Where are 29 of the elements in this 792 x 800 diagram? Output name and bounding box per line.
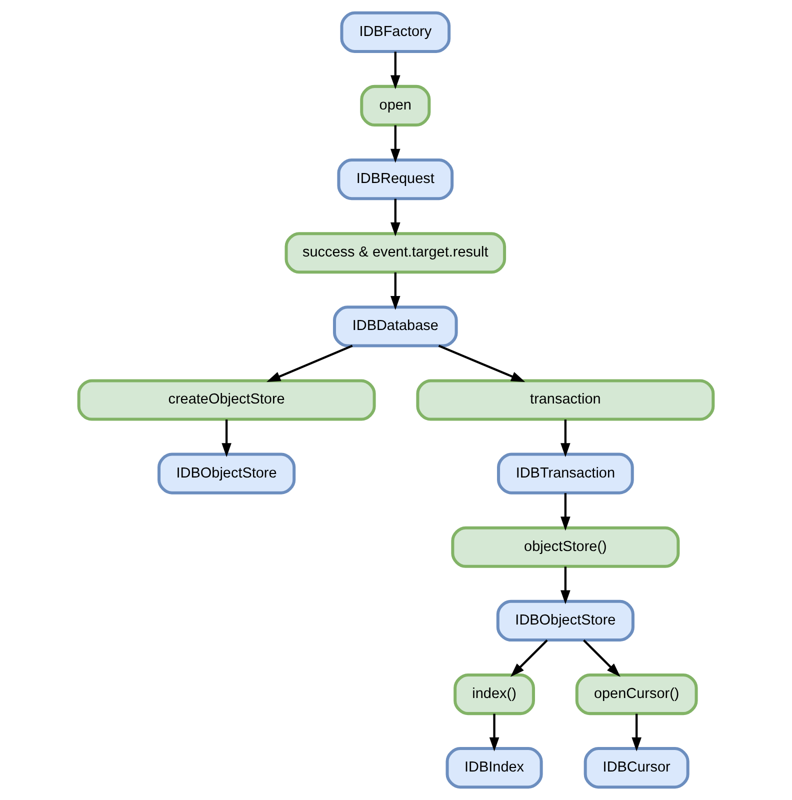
arrow: [560, 420, 570, 458]
node-box: objectStore(): [451, 526, 680, 568]
node-box: IDBDatabase: [332, 306, 458, 348]
node-box: IDBTransaction: [497, 452, 634, 494]
node-box: IDBCursor: [584, 747, 690, 789]
arrow: [560, 493, 570, 531]
arrow: [390, 125, 400, 163]
arrow: [560, 566, 570, 604]
node-box: transaction: [416, 379, 715, 421]
node-box: IDBFactory: [340, 11, 451, 53]
arrow: [390, 198, 400, 236]
node-box: openCursor(): [575, 673, 698, 716]
arrow: [438, 344, 526, 382]
arrow: [632, 714, 642, 752]
arrow: [583, 639, 620, 677]
arrow: [489, 714, 500, 752]
arrow: [266, 344, 353, 382]
node-box: success & event.target.result: [284, 232, 506, 274]
node-box: index(): [454, 673, 535, 716]
node-box: IDBObjectStore: [158, 452, 296, 494]
arrow: [222, 420, 232, 458]
node-box: IDBObjectStore: [496, 600, 634, 642]
node-box: open: [360, 84, 431, 127]
arrow: [510, 639, 548, 677]
node-box: IDBRequest: [337, 158, 454, 200]
arrow: [390, 272, 400, 310]
node-box: createObjectStore: [77, 379, 376, 421]
node-box: IDBIndex: [446, 747, 543, 789]
arrow: [390, 52, 400, 90]
